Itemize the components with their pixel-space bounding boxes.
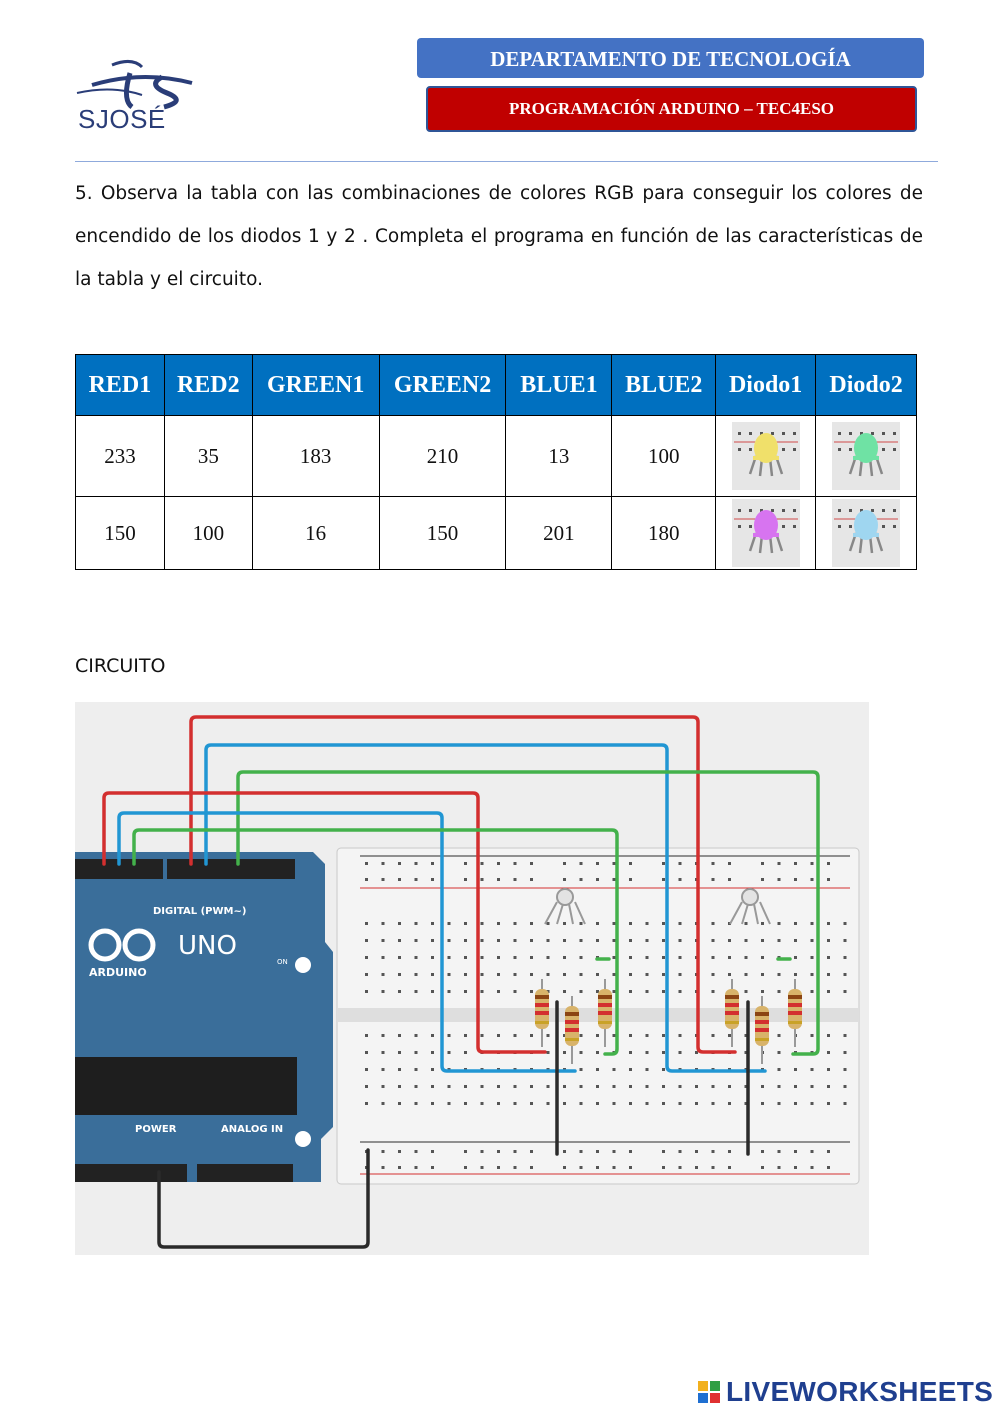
circuit-diagram: UNO ARDUINO DIGITAL (PWM~) ON POWER ANAL… xyxy=(75,702,869,1255)
wires xyxy=(102,715,820,1249)
wire-blue-led2 xyxy=(204,743,767,1073)
wire-ground-arduino xyxy=(157,1148,370,1249)
table-cell xyxy=(815,415,917,497)
digital-pins-label: DIGITAL (PWM~) xyxy=(153,906,246,917)
wire-red-led1 xyxy=(102,791,547,1054)
wire-green-led1 xyxy=(132,828,619,1056)
header-divider xyxy=(75,161,938,162)
rgb-led-icon xyxy=(832,499,901,567)
header-green1: GREEN1 xyxy=(251,354,380,416)
subject-banner: PROGRAMACIÓN ARDUINO – TEC4ESO xyxy=(426,86,917,132)
table-cell: 100 xyxy=(611,415,717,497)
wire-blue-led1 xyxy=(117,811,577,1073)
table-cell: 16 xyxy=(251,496,380,570)
arduino-board: UNO ARDUINO DIGITAL (PWM~) ON POWER ANAL… xyxy=(75,852,333,1182)
header-red1: RED1 xyxy=(75,354,165,416)
header-green2: GREEN2 xyxy=(378,354,507,416)
table-row: 150 100 16 150 201 180 xyxy=(75,496,917,570)
table-cell: 150 xyxy=(378,496,507,570)
table-cell: 233 xyxy=(75,415,165,497)
header-diodo1: Diodo1 xyxy=(715,354,817,416)
table-cell: 210 xyxy=(378,415,507,497)
breadboard-led-1 xyxy=(544,888,586,925)
department-banner: DEPARTAMENTO DE TECNOLOGÍA xyxy=(417,38,924,78)
rgb-led-icon xyxy=(731,422,800,490)
header-blue1: BLUE1 xyxy=(505,354,613,416)
header-blue2: BLUE2 xyxy=(611,354,717,416)
breadboard-led-2 xyxy=(729,888,771,925)
question-text: 5. Observa la tabla con las combinacione… xyxy=(75,183,923,290)
table-cell: 180 xyxy=(611,496,717,570)
table-cell: 35 xyxy=(163,415,253,497)
rgb-led-icon xyxy=(731,499,800,567)
table-cell: 100 xyxy=(163,496,253,570)
table-cell: 13 xyxy=(505,415,613,497)
wire-red-led2 xyxy=(189,715,737,1054)
wire-green-led2 xyxy=(236,770,820,1056)
school-logo xyxy=(76,60,193,110)
liveworksheets-logo-icon xyxy=(698,1381,720,1403)
rgb-table: RED1 RED2 GREEN1 GREEN2 BLUE1 BLUE2 Diod… xyxy=(75,354,917,570)
table-row: 233 35 183 210 13 100 xyxy=(75,415,917,497)
analog-label: ANALOG IN xyxy=(221,1124,283,1135)
power-label: POWER xyxy=(135,1124,177,1135)
table-cell: 183 xyxy=(251,415,380,497)
header-diodo2: Diodo2 xyxy=(815,354,917,416)
arduino-model-label: UNO xyxy=(178,931,237,961)
rgb-led-icon xyxy=(832,422,901,490)
table-cell xyxy=(715,415,817,497)
table-cell xyxy=(815,496,917,570)
table-header-row: RED1 RED2 GREEN1 GREEN2 BLUE1 BLUE2 Diod… xyxy=(75,354,917,416)
wire-ground-leds xyxy=(555,1000,750,1156)
header-red2: RED2 xyxy=(163,354,253,416)
liveworksheets-brand: LIVEWORKSHEETS xyxy=(726,1376,994,1407)
table-cell xyxy=(715,496,817,570)
table-cell: 201 xyxy=(505,496,613,570)
arduino-brand-label: ARDUINO xyxy=(89,966,147,979)
logo-text: SJOSÉ xyxy=(78,104,166,134)
table-cell: 150 xyxy=(75,496,165,570)
on-label: ON xyxy=(277,958,288,966)
circuit-title: CIRCUITO xyxy=(75,655,166,677)
